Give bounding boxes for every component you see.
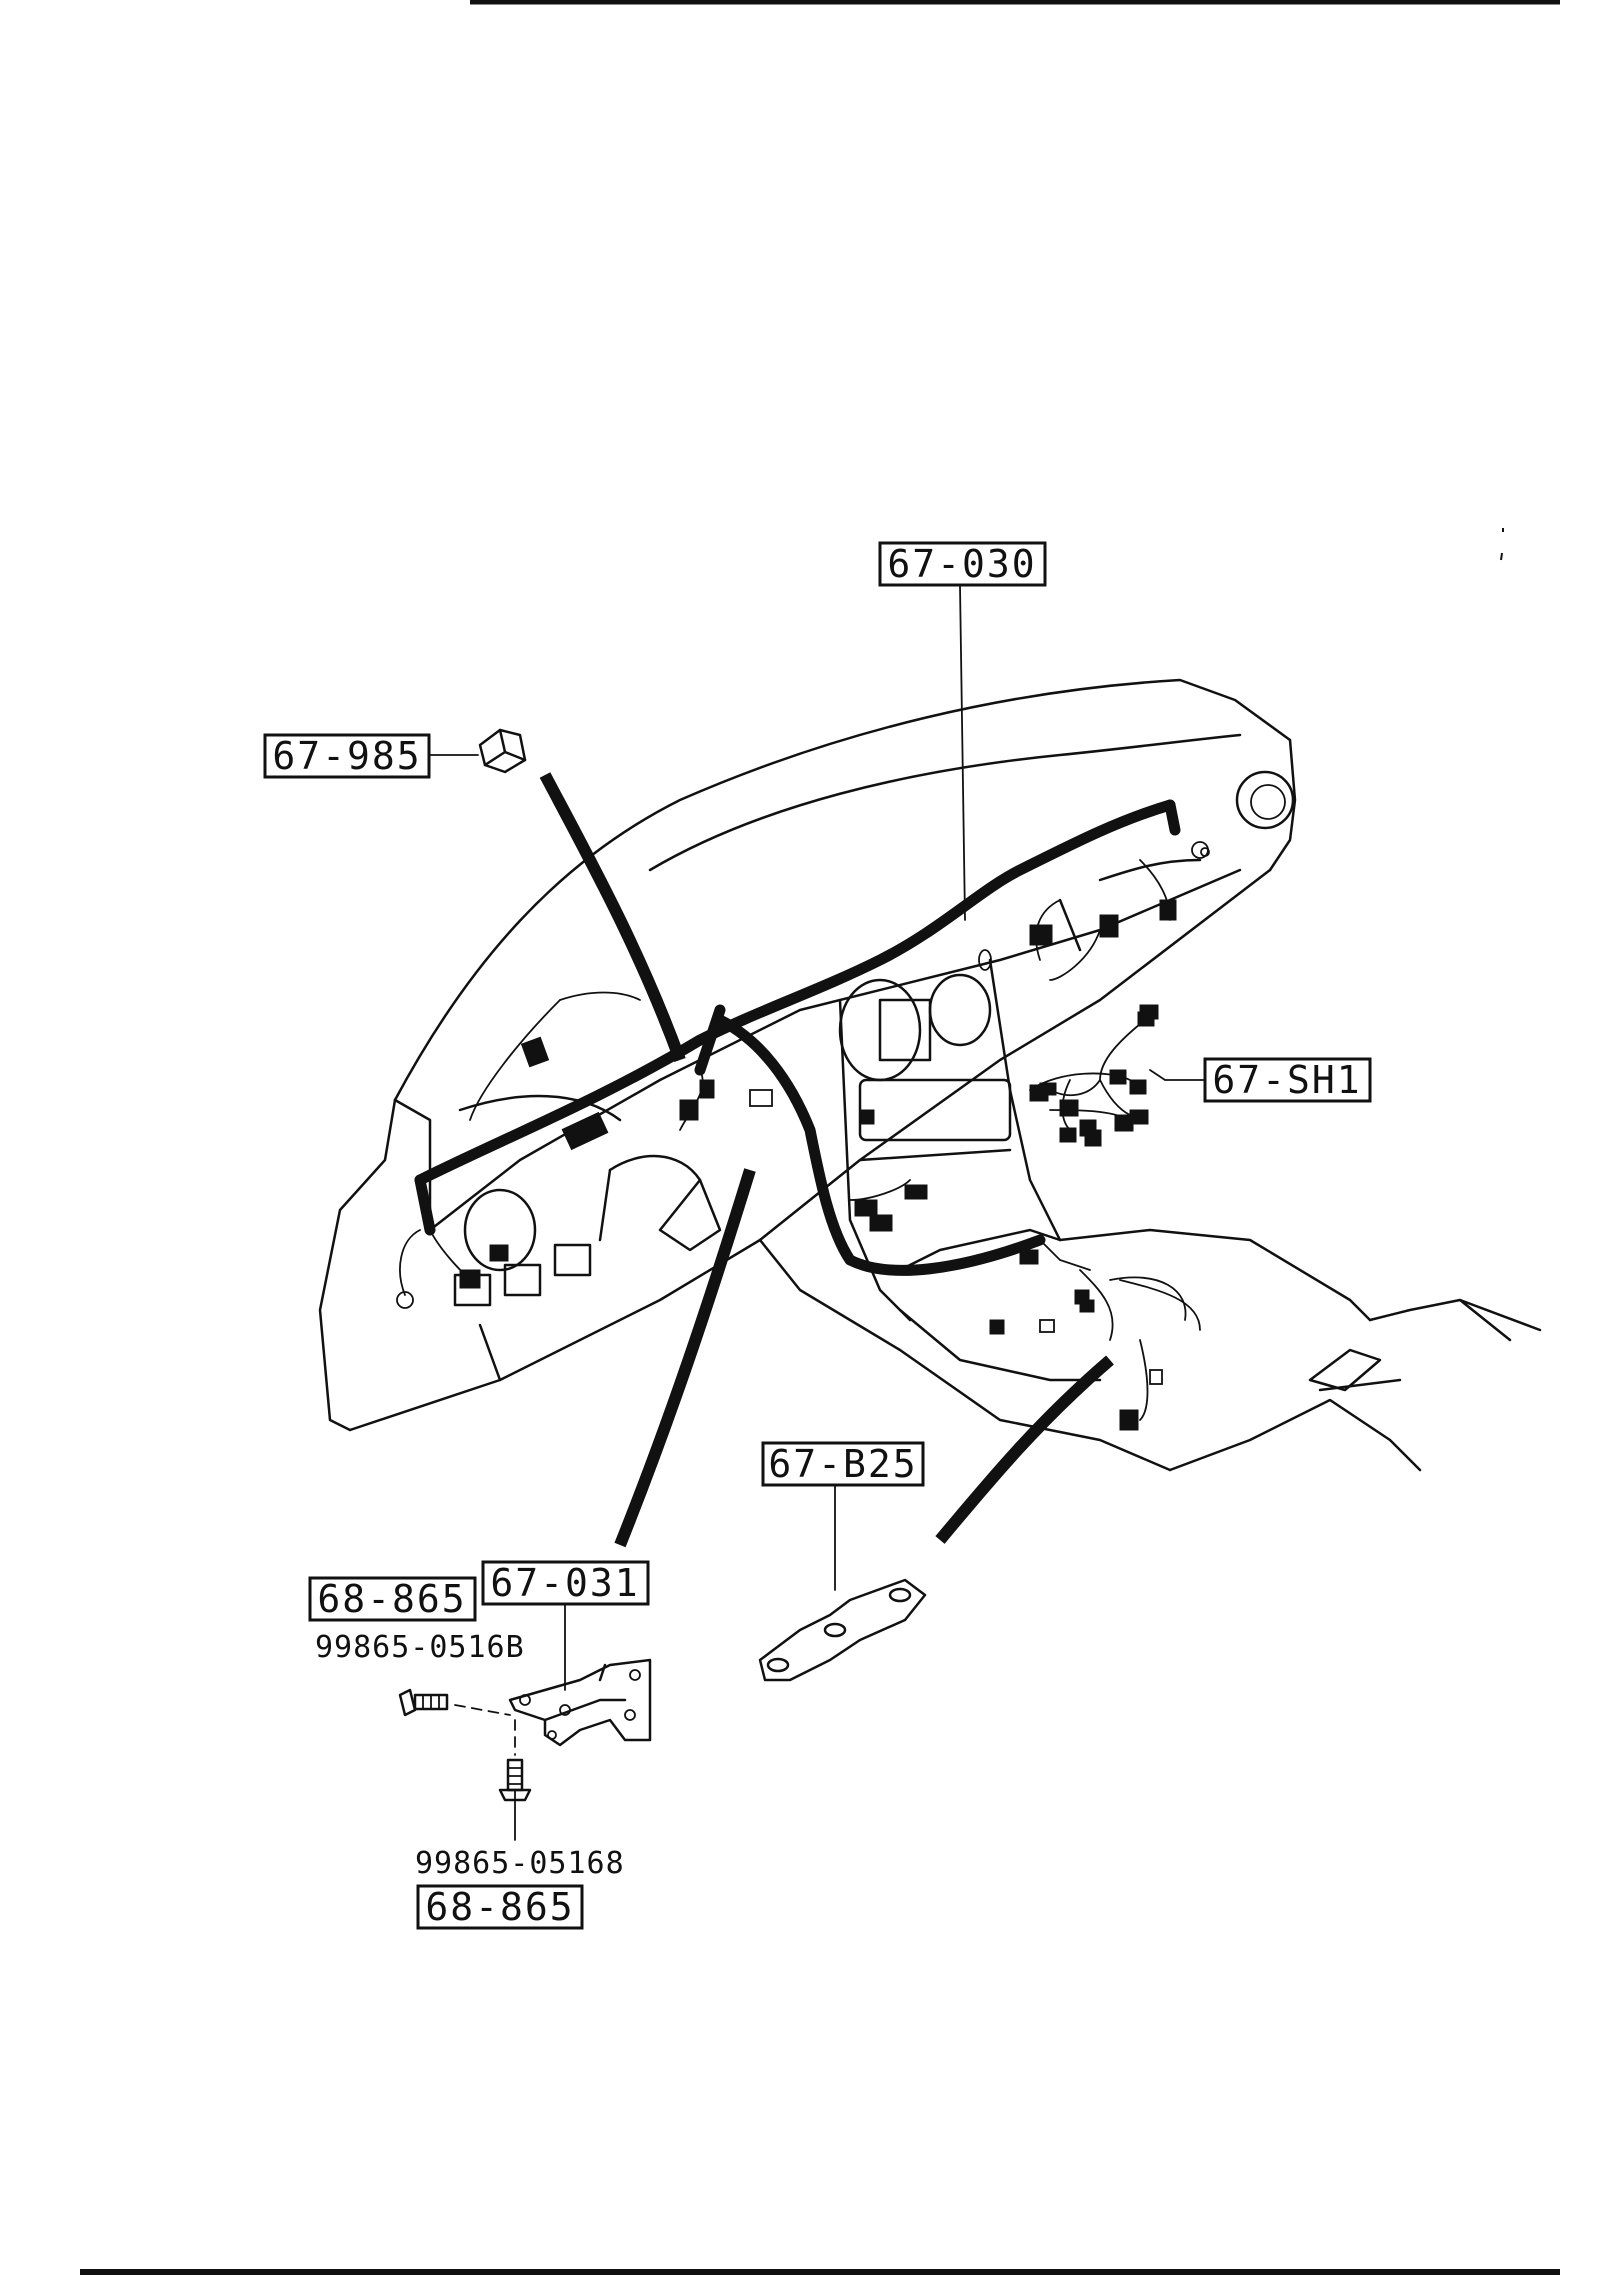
dashboard-outline: [318, 678, 1542, 1472]
bolt-icon: [398, 1688, 532, 1802]
svg-text:67-985: 67-985: [272, 734, 421, 778]
main-harness: [414, 799, 1181, 1276]
branch-wires: [399, 859, 1201, 1421]
callout-68-865-lower: 68-865: [416, 1884, 584, 1930]
bracket-67-031: [508, 1658, 652, 1747]
callout-67-b25: 67-B25: [761, 1441, 925, 1487]
callout-67-985: 67-985: [263, 733, 431, 779]
sub-harness-sh1: [1039, 1011, 1155, 1143]
connectors: [396, 841, 1210, 1431]
callout-67-031: 67-031: [481, 1560, 650, 1606]
svg-text:67-031: 67-031: [490, 1561, 639, 1605]
svg-text:67-SH1: 67-SH1: [1212, 1058, 1361, 1102]
harness-clip-icon: [478, 728, 527, 774]
bracket-icon: [758, 1578, 927, 1682]
part-number-lower: 99865-05168: [415, 1846, 625, 1881]
callout-67-030: 67-030: [878, 541, 1047, 587]
svg-text:68-865: 68-865: [317, 1577, 466, 1621]
callout-68-865-upper: 68-865: [308, 1576, 477, 1622]
speck: [1500, 552, 1503, 561]
svg-text:67-030: 67-030: [887, 542, 1036, 586]
part-number-upper: 99865-0516B: [315, 1630, 525, 1665]
callout-67-sh1: 67-SH1: [1203, 1057, 1372, 1103]
svg-text:68-865: 68-865: [425, 1885, 574, 1929]
leader-lines: [429, 585, 1206, 1841]
svg-text:67-B25: 67-B25: [768, 1442, 917, 1486]
